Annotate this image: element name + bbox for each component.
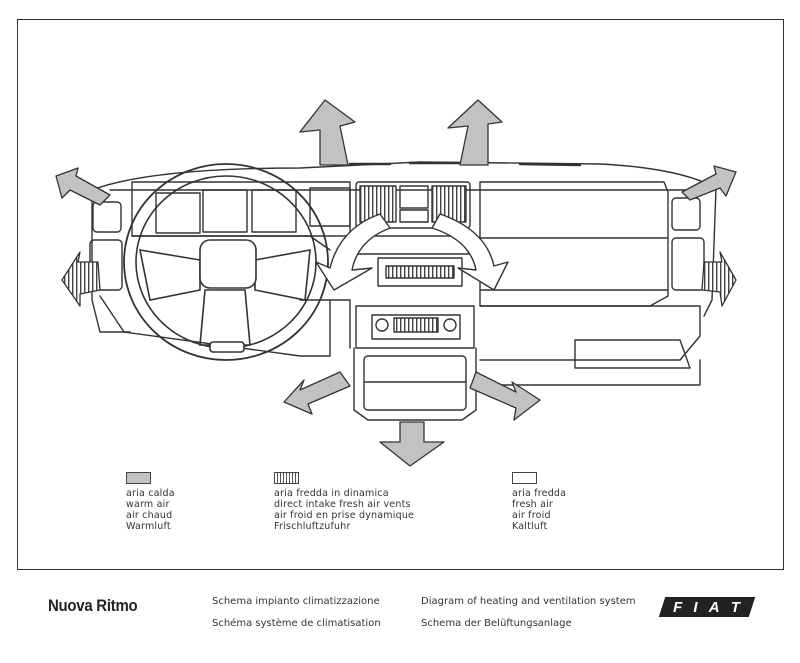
brand-title: Nuova Ritmo xyxy=(48,596,138,615)
radio xyxy=(377,257,463,287)
side-arrow-right-lower xyxy=(701,251,737,307)
center-arrow-right xyxy=(431,213,509,291)
diagram-frame xyxy=(17,19,784,570)
side-arrow-left-upper xyxy=(55,167,111,206)
right-lower-vent xyxy=(671,237,705,291)
floor-arrow-left xyxy=(283,371,351,415)
fresh-air-side-arrows xyxy=(61,251,737,307)
right-upper-vent xyxy=(671,197,701,231)
glovebox xyxy=(479,181,669,307)
caption-german: Schema der Belüftungsanlage xyxy=(421,618,572,629)
caption-french: Schéma système de climatisation xyxy=(212,618,381,629)
left-upper-vent xyxy=(92,201,122,233)
side-arrow-left-lower xyxy=(61,251,101,307)
center-vent-panel xyxy=(355,181,471,229)
center-arrow-left xyxy=(315,213,391,291)
caption-english: Diagram of heating and ventilation syste… xyxy=(421,596,636,607)
legend-direct-intake: aria fredda in dinamica direct intake fr… xyxy=(274,488,415,532)
side-arrow-right-upper xyxy=(681,165,737,201)
fiat-logo-letter: A xyxy=(708,598,721,616)
fiat-logo-letter: I xyxy=(693,598,699,616)
legend-warm-air: aria calda warm air air chaud Warmluft xyxy=(126,488,175,532)
center-console xyxy=(355,305,475,349)
defrost-arrow-right xyxy=(447,99,503,166)
legend-swatch-direct-intake xyxy=(274,472,299,484)
caption-italian: Schema impianto climatizzazione xyxy=(212,596,380,607)
legend-swatch-fresh-air xyxy=(512,472,537,484)
fiat-logo-letter: F xyxy=(673,598,684,616)
dashboard-top xyxy=(91,161,717,191)
floor-arrow-center xyxy=(379,421,445,467)
fiat-logo-letter: T xyxy=(730,598,741,616)
legend-swatch-warm-air xyxy=(126,472,151,484)
legend-fresh-air: aria fredda fresh air air froid Kaltluft xyxy=(512,488,567,532)
defrost-arrow-left xyxy=(299,99,356,166)
center-outlet-arrows xyxy=(315,213,509,291)
steering-wheel xyxy=(123,163,329,361)
warm-air-arrows xyxy=(55,99,737,467)
floor-arrow-right xyxy=(469,371,541,421)
